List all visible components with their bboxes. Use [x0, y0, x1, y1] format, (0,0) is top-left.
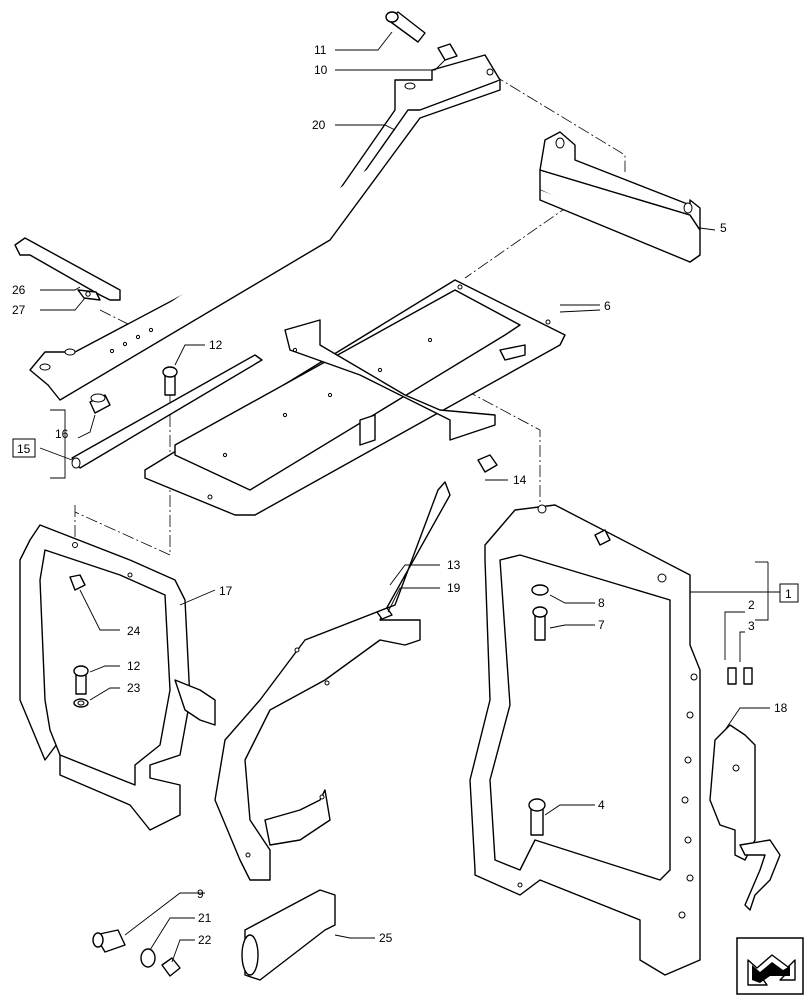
leader-lines	[39, 31, 780, 963]
callout-22: 22	[198, 933, 212, 947]
frame-part-1	[469, 504, 701, 976]
washer-part-21	[140, 948, 156, 968]
bushing-part-10	[437, 43, 458, 61]
callout-3: 3	[748, 619, 755, 633]
callout-15: 15	[17, 442, 31, 456]
washer-part-23	[73, 698, 89, 708]
callout-27: 27	[12, 303, 26, 317]
callout-26: 26	[12, 283, 26, 297]
pin-part-11	[385, 11, 426, 43]
washer-part-8	[531, 584, 549, 596]
screws-part-2-3	[727, 667, 753, 685]
callout-2: 2	[748, 598, 755, 612]
callout-8: 8	[598, 596, 605, 610]
callout-11: 11	[314, 43, 327, 57]
clamp-part-26	[14, 237, 121, 301]
arm-part-13	[214, 481, 451, 881]
screw-part-4	[528, 798, 546, 836]
bushing-part-16	[89, 393, 111, 414]
callout-13: 13	[447, 558, 461, 572]
washer-part-24	[69, 574, 86, 591]
screw-part-12-top	[162, 366, 178, 396]
frame-part-17	[19, 524, 216, 831]
rod-part-15	[71, 354, 263, 469]
callout-labels: 11 10 20 5 6 26 27 12 16 15 14 17 24 12 …	[12, 43, 799, 947]
callout-10: 10	[314, 63, 328, 77]
support-bar-part-20	[29, 54, 501, 401]
callout-5: 5	[720, 221, 727, 235]
screw-part-7	[532, 606, 548, 641]
frame-part-6	[144, 279, 566, 516]
profile-part-25	[241, 889, 336, 981]
callout-17: 17	[219, 584, 233, 598]
callout-1-box	[779, 583, 799, 603]
callout-12-top: 12	[209, 338, 223, 352]
latch-part-18	[709, 724, 781, 911]
callout-23: 23	[127, 681, 141, 695]
screw-part-12-left	[73, 665, 89, 695]
callout-25: 25	[379, 931, 393, 945]
callout-19: 19	[447, 581, 461, 595]
callout-9: 9	[197, 887, 204, 901]
callout-21: 21	[198, 911, 212, 925]
callout-12-left: 12	[127, 659, 141, 673]
callout-14: 14	[513, 473, 527, 487]
callout-1: 1	[785, 587, 792, 601]
callout-20: 20	[312, 118, 326, 132]
bracket-part-5	[539, 131, 701, 263]
callout-16: 16	[55, 427, 69, 441]
fitting-part-14	[477, 454, 498, 473]
arrow-icon[interactable]	[736, 937, 804, 995]
callout-6: 6	[604, 299, 611, 313]
callout-24: 24	[127, 624, 141, 638]
callout-15-box	[12, 438, 36, 458]
callout-18: 18	[774, 701, 788, 715]
bolt-part-9	[92, 929, 126, 953]
nut-part-22	[161, 957, 181, 977]
callout-4: 4	[598, 798, 605, 812]
callout-7: 7	[598, 618, 605, 632]
